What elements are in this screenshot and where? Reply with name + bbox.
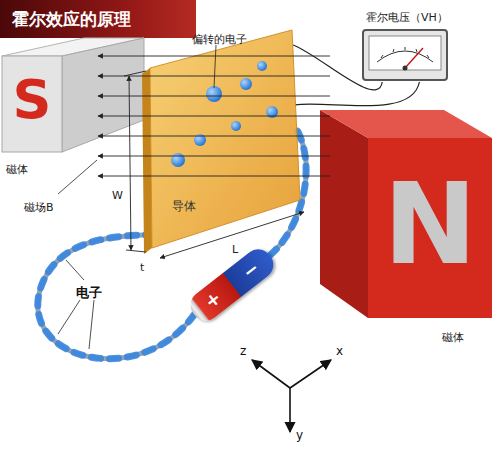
- dimension-label-holder: W: [112, 184, 123, 203]
- magnet-label-holder: 磁体: [442, 326, 464, 345]
- callout-label-holder: 偏转的电子: [192, 28, 247, 47]
- axis-label: x: [336, 344, 343, 358]
- hall-voltmeter: 霍尔电压（VH）: [345, 6, 469, 82]
- electron-wire: [38, 235, 194, 359]
- magnet-label-holder: 磁体: [6, 158, 28, 177]
- dimension-label-holder: L: [232, 238, 238, 257]
- magnet-label: 磁体: [442, 331, 464, 344]
- battery-plus: +: [185, 273, 241, 326]
- field-label-holder: 磁场B: [24, 196, 54, 215]
- callout-label: 偏转的电子: [192, 33, 247, 46]
- dimension-label: t: [140, 261, 144, 274]
- dimension-label-holder: t: [140, 256, 144, 275]
- wire-core: [38, 235, 194, 359]
- dimension-lines: [124, 71, 304, 258]
- dimension-label: W: [112, 189, 123, 202]
- battery-minus: −: [223, 244, 279, 297]
- meter-wire: [295, 82, 419, 106]
- axis-label: y: [296, 428, 303, 442]
- battery: +−: [185, 244, 279, 327]
- axis-label-holder: z: [240, 340, 246, 359]
- conductor-plate-shape: [138, 26, 304, 258]
- conductor-plate: 导体: [138, 26, 304, 258]
- axis-label-holder: y: [296, 424, 303, 443]
- magnet-pole: S: [2, 72, 62, 128]
- field-label: 磁场B: [24, 201, 54, 214]
- magnet-block: N: [318, 108, 496, 324]
- wire-line: [295, 82, 419, 106]
- electron-label-holder: 电子: [76, 282, 102, 301]
- conductor-label: 导体: [172, 198, 196, 214]
- axis-label-holder: x: [336, 340, 343, 359]
- magnet-label: 磁体: [6, 163, 28, 176]
- electron-stream: [38, 235, 194, 359]
- title-holder: 霍尔效应的原理: [12, 9, 131, 29]
- leader-lines: [58, 45, 216, 349]
- title-text: 霍尔效应的原理: [12, 9, 131, 29]
- axis-label: z: [240, 344, 246, 358]
- electron-label: 电子: [76, 285, 102, 300]
- field-lines: [98, 56, 330, 176]
- title-banner: [0, 0, 196, 38]
- meter-label: 霍尔电压（VH）: [345, 11, 469, 25]
- magnet-block: S: [0, 36, 146, 154]
- axes: [252, 360, 331, 432]
- dimension-label: L: [232, 243, 238, 256]
- magnet-pole: N: [368, 168, 492, 280]
